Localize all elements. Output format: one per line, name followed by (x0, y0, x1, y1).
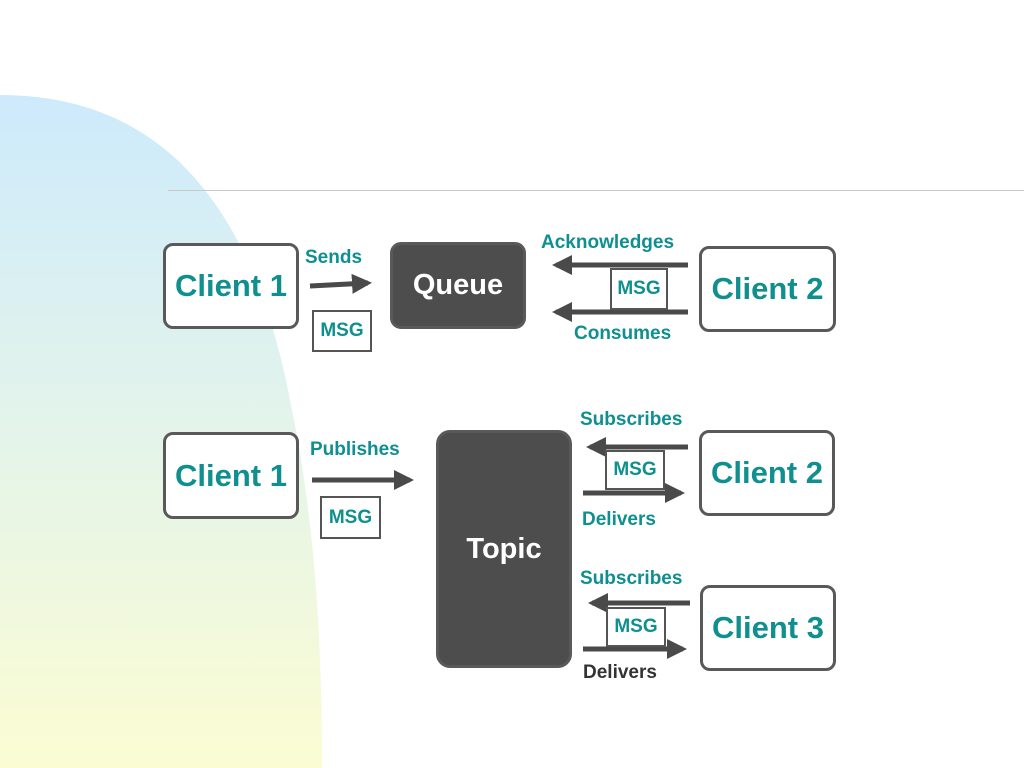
sends-label: Sends (305, 247, 363, 268)
topic-publisher-client: Client 1 (163, 432, 299, 519)
sends-arrow (309, 273, 372, 294)
topic-hub: Topic (436, 430, 572, 668)
delivers-label-client3: Delivers (583, 662, 657, 683)
subscribes-label-client2: Subscribes (580, 409, 683, 430)
msg-box-client3: MSG (606, 607, 666, 647)
msg-box-client2: MSG (605, 450, 665, 490)
consumes-label: Consumes (574, 323, 672, 344)
published-msg-box: MSG (320, 496, 381, 539)
title-divider (168, 190, 1024, 191)
subscriber-client3: Client 3 (700, 585, 836, 671)
publishes-label: Publishes (310, 439, 400, 460)
queue-sender-client: Client 1 (163, 243, 299, 329)
delivers-label-client2: Delivers (582, 509, 656, 530)
queue-receiver-client: Client 2 (699, 246, 836, 332)
queue-hub: Queue (390, 242, 526, 329)
consumed-msg-box: MSG (610, 268, 668, 310)
subscriber-client2: Client 2 (699, 430, 835, 516)
acknowledges-label: Acknowledges (541, 232, 675, 253)
subscribes-label-client3: Subscribes (580, 568, 683, 589)
sent-msg-box: MSG (312, 310, 372, 352)
